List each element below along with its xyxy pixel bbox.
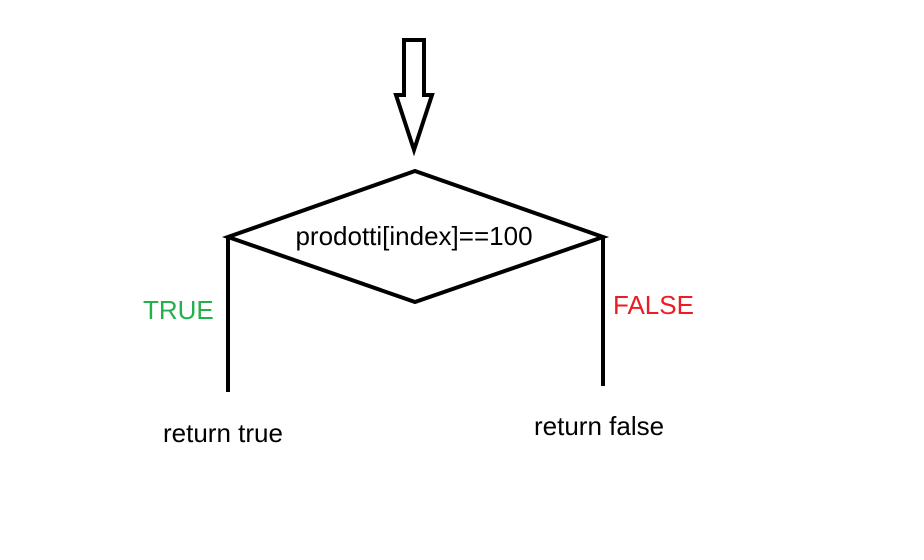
return-false-text: return false xyxy=(534,411,664,441)
decision-diamond xyxy=(221,168,610,305)
condition-text: prodotti[index]==100 xyxy=(295,221,532,251)
down-arrow-icon xyxy=(393,38,435,157)
false-branch-label: FALSE xyxy=(613,290,694,320)
true-branch-label: TRUE xyxy=(143,295,214,325)
return-true-text: return true xyxy=(163,418,283,448)
